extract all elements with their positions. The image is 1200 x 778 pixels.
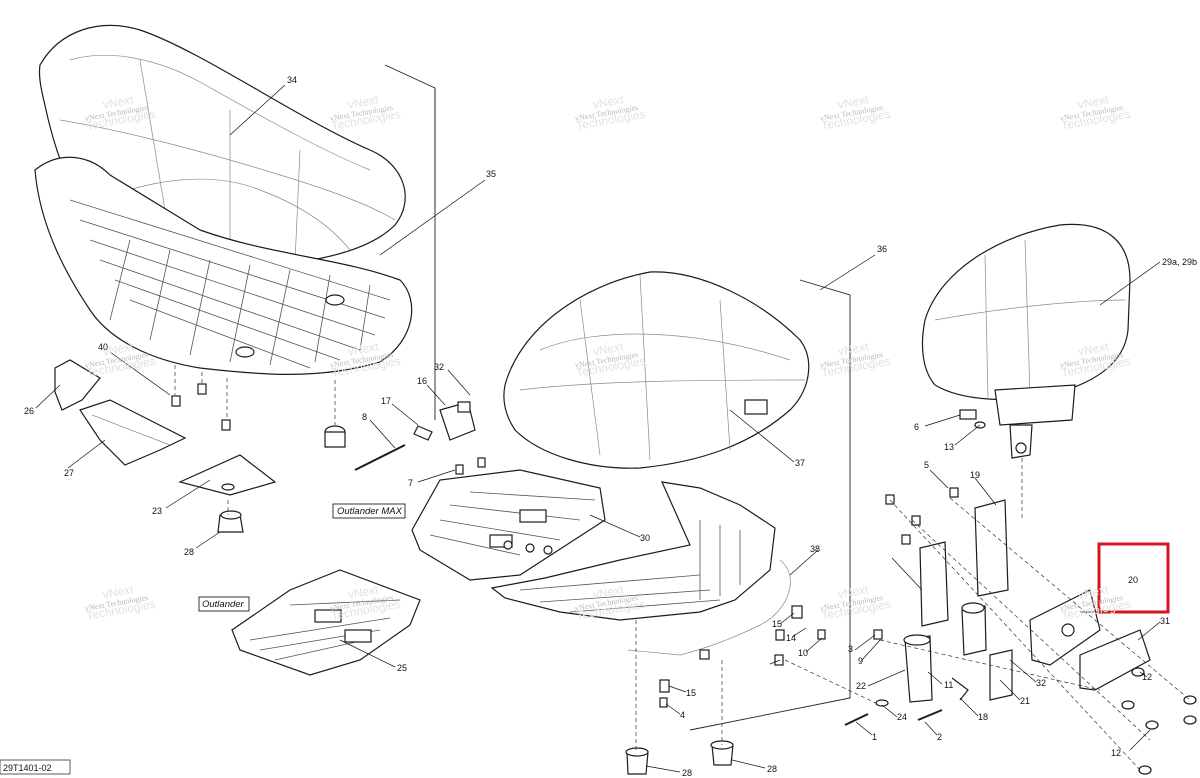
callout-22: 22	[856, 681, 866, 691]
callout-25: 25	[397, 663, 407, 673]
callout-1: 1	[872, 732, 877, 742]
watermark: vNext Technologies vNext Technologies	[819, 92, 891, 132]
backrest-bracket-hardware	[844, 409, 1197, 775]
left-small-hardware	[54, 359, 277, 533]
outlander-max-tray	[411, 469, 606, 581]
callout-5: 5	[924, 460, 929, 470]
svg-text:vNext: vNext	[347, 582, 380, 601]
outlander-tray	[231, 569, 421, 676]
watermark: vNext Technologies vNext Technologies	[329, 92, 401, 132]
callout-labels: 34 35 36 29a, 29b 40 26 27 23 28 37 32 1…	[24, 75, 1197, 778]
seat-frame-outline-35	[384, 64, 436, 420]
callout-15-upper: 15	[772, 619, 782, 629]
backrest-cushion	[921, 223, 1131, 459]
callout-8: 8	[362, 412, 367, 422]
callout-12-upper: 12	[1142, 672, 1152, 682]
passenger-base-tray	[490, 481, 791, 656]
callout-29a-29b: 29a, 29b	[1162, 257, 1197, 267]
svg-text:Outlander MAX: Outlander MAX	[337, 506, 403, 517]
driver-seat-base	[34, 156, 413, 375]
assembly-dashed-lines	[174, 365, 1191, 771]
callout-11: 11	[944, 680, 953, 690]
callout-35: 35	[486, 169, 496, 179]
callout-23: 23	[152, 506, 162, 516]
callout-13: 13	[944, 442, 954, 452]
callout-15-lower: 15	[686, 688, 696, 698]
drawing-code-box: 29T1401-02	[0, 759, 71, 775]
passenger-seat-cushion	[503, 271, 810, 469]
watermark: vNext Technologies vNext Technologies	[1059, 92, 1131, 132]
svg-text:Outlander: Outlander	[202, 599, 245, 610]
svg-text:vNext: vNext	[837, 92, 870, 111]
svg-text:vNext: vNext	[1077, 339, 1110, 358]
callout-16: 16	[417, 376, 427, 386]
watermark: vNext Technologies vNext Technologies	[84, 582, 156, 622]
middle-small-hardware	[324, 401, 826, 775]
svg-text:vNext: vNext	[347, 339, 380, 358]
callout-24: 24	[897, 712, 907, 722]
callout-31: 31	[1160, 616, 1170, 626]
callout-28-mid: 28	[682, 768, 692, 778]
callout-26: 26	[24, 406, 34, 416]
svg-text:vNext: vNext	[102, 92, 135, 111]
svg-text:vNext: vNext	[837, 339, 870, 358]
watermark: vNext Technologies vNext Technologies	[574, 92, 646, 132]
callout-7: 7	[408, 478, 413, 488]
watermark: vNext Technologies vNext Technologies	[819, 339, 891, 379]
callout-9: 9	[858, 656, 863, 666]
callout-37: 37	[795, 458, 805, 468]
svg-text:vNext: vNext	[1077, 92, 1110, 111]
callout-38: 38	[810, 544, 820, 554]
callout-10: 10	[798, 648, 808, 658]
highlighted-part-20	[1097, 542, 1170, 614]
svg-text:vNext: vNext	[592, 582, 625, 601]
svg-text:vNext: vNext	[837, 582, 870, 601]
callout-32-right: 32	[1036, 678, 1046, 688]
variant-label-outlander: Outlander	[198, 596, 250, 612]
watermark: vNext Technologies vNext Technologies	[819, 582, 891, 622]
callout-20: 20	[1128, 575, 1138, 585]
svg-text:vNext: vNext	[347, 92, 380, 111]
svg-text:vNext: vNext	[592, 339, 625, 358]
callout-40: 40	[98, 342, 108, 352]
callout-30: 30	[640, 533, 650, 543]
callout-12-lower: 12	[1111, 748, 1121, 758]
callout-leaders	[35, 84, 1161, 773]
svg-text:vNext: vNext	[1077, 582, 1110, 601]
callout-34: 34	[287, 75, 297, 85]
callout-19-upper: 19	[970, 470, 980, 480]
svg-text:vNext: vNext	[102, 339, 135, 358]
callout-28-right: 28	[767, 764, 777, 774]
callout-2: 2	[937, 732, 942, 742]
callout-18: 18	[978, 712, 988, 722]
callout-6: 6	[914, 422, 919, 432]
callout-28-left: 28	[184, 547, 194, 557]
callout-17: 17	[381, 396, 391, 406]
svg-text:29T1401-02: 29T1401-02	[3, 763, 52, 773]
seat-frame-outline-36	[689, 279, 851, 731]
svg-text:vNext: vNext	[102, 582, 135, 601]
callout-21: 21	[1020, 696, 1030, 706]
callout-32-mid: 32	[434, 362, 444, 372]
callout-4: 4	[680, 710, 685, 720]
svg-text:vNext: vNext	[592, 92, 625, 111]
variant-label-outlander-max: Outlander MAX	[332, 503, 406, 519]
callout-14: 14	[786, 633, 796, 643]
callout-27: 27	[64, 468, 74, 478]
callout-3: 3	[848, 644, 853, 654]
callout-36: 36	[877, 244, 887, 254]
